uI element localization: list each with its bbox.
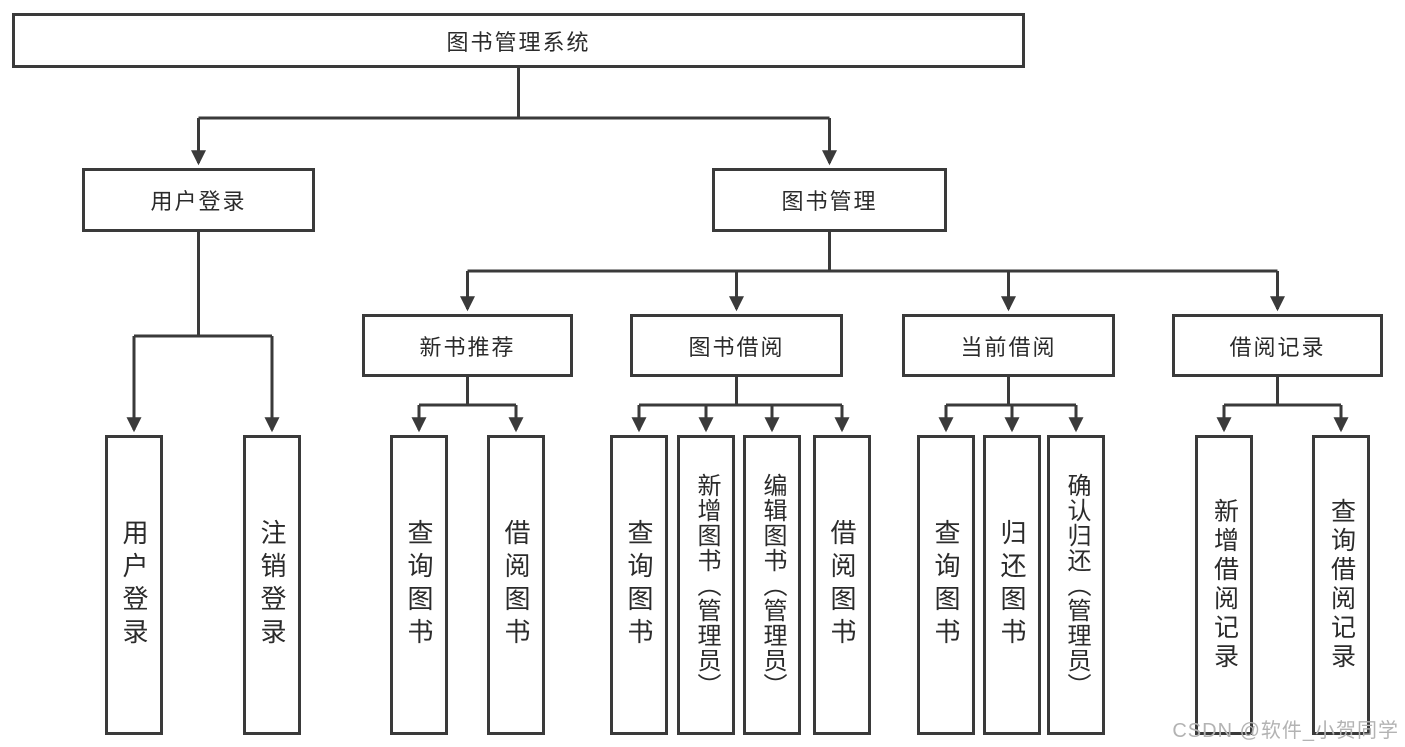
node-leaf-add-book-admin: 新增图书（管理员） [677,435,735,735]
node-leaf-query-books-recommend: 查询图书 [390,435,448,735]
leaf-label: 归还图书 [997,519,1027,651]
node-user-login-label: 用户登录 [150,189,247,214]
node-leaf-add-borrow-record: 新增借阅记录 [1195,435,1253,735]
node-new-book-recommend-label: 新书推荐 [419,334,516,360]
node-borrow-records: 借阅记录 [1172,314,1383,377]
node-leaf-query-books-borrow: 查询图书 [610,435,668,735]
leaf-label: 查询图书 [404,519,434,651]
leaf-label: 查询图书 [931,519,961,651]
leaf-label: 查询借阅记录 [1327,498,1356,672]
node-leaf-edit-book-admin: 编辑图书（管理员） [743,435,801,735]
leaf-label: 借阅图书 [501,519,531,651]
leaf-label: 新增图书（管理员） [693,472,720,698]
node-current-borrow-label: 当前借阅 [960,334,1057,360]
leaf-label: 新增借阅记录 [1210,498,1239,672]
node-leaf-borrow-books-recommend: 借阅图书 [487,435,545,735]
node-leaf-confirm-return-admin: 确认归还（管理员） [1047,435,1105,735]
leaf-label: 查询图书 [624,519,654,651]
leaf-label: 确认归还（管理员） [1063,472,1090,698]
node-book-management-label: 图书管理 [781,189,878,214]
node-root-label: 图书管理系统 [446,29,591,55]
node-leaf-borrow-books: 借阅图书 [813,435,871,735]
leaf-label: 用户登录 [119,519,149,651]
node-borrow-records-label: 借阅记录 [1229,334,1326,360]
node-leaf-query-borrow-record: 查询借阅记录 [1312,435,1370,735]
node-leaf-query-books-current: 查询图书 [917,435,975,735]
node-leaf-user-login: 用户登录 [105,435,163,735]
node-leaf-logout: 注销登录 [243,435,301,735]
leaf-label: 编辑图书（管理员） [759,472,786,698]
node-new-book-recommend: 新书推荐 [362,314,573,377]
node-current-borrow: 当前借阅 [902,314,1115,377]
node-leaf-return-books: 归还图书 [983,435,1041,735]
node-book-borrow-label: 图书借阅 [688,334,785,360]
node-book-management: 图书管理 [712,168,947,232]
csdn-watermark: CSDN @软件_小贺同学 [1172,720,1399,742]
leaf-label: 借阅图书 [827,519,857,651]
node-user-login: 用户登录 [82,168,315,232]
leaf-label: 注销登录 [257,519,287,651]
node-root: 图书管理系统 [12,13,1025,68]
node-book-borrow: 图书借阅 [630,314,843,377]
